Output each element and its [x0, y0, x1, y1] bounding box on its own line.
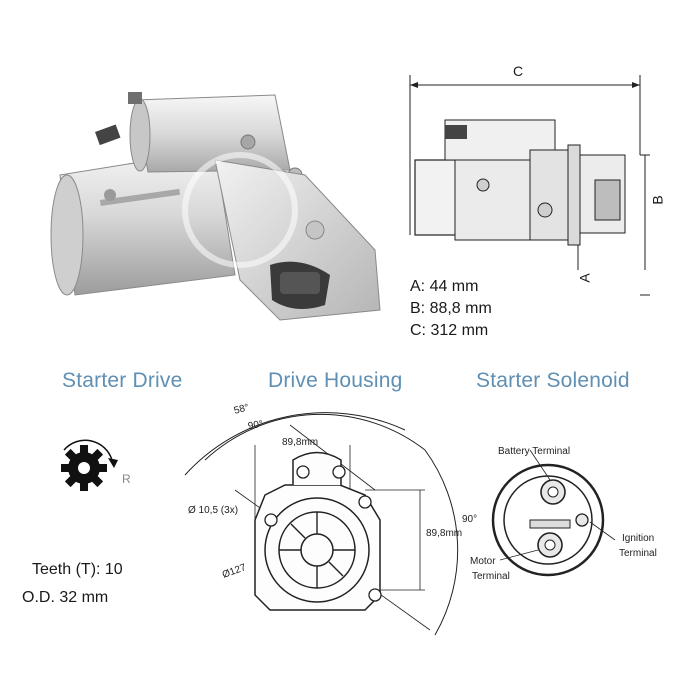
rotation-mark: R [122, 472, 131, 486]
section-title-starter-solenoid: Starter Solenoid [476, 369, 630, 392]
section-title-drive-housing: Drive Housing [268, 369, 403, 392]
angle-90-right-label: 90° [462, 514, 478, 525]
width-89-8-top-label: 89,8mm [282, 437, 319, 448]
solenoid-drawing [491, 449, 616, 577]
ignition-terminal-label-2: Terminal [619, 548, 657, 559]
drive-housing-drawing [184, 412, 459, 636]
dim-value-b: B: 88,8 mm [410, 300, 492, 317]
dim-value-c: C: 312 mm [410, 322, 489, 339]
motor-terminal-label-2: Terminal [472, 571, 510, 582]
battery-terminal-label: Battery Terminal [498, 446, 571, 457]
starter-motor-image [50, 92, 381, 321]
hole-diameter-label: Ø 10,5 (3x) [188, 505, 239, 516]
section-title-starter-drive: Starter Drive [62, 369, 183, 392]
dim-label-a: A [576, 273, 593, 283]
motor-terminal-label-1: Motor [470, 556, 496, 567]
gear-icon [61, 439, 118, 491]
dim-label-b: B [649, 195, 666, 205]
width-89-8-right-label: 89,8mm [426, 528, 463, 539]
ignition-terminal-label-1: Ignition [622, 533, 655, 544]
outer-diameter: O.D. 32 mm [22, 589, 109, 606]
dimension-drawing [409, 75, 650, 296]
teeth-count: Teeth (T): 10 [32, 561, 123, 578]
dim-label-c: C [513, 63, 524, 79]
dim-value-a: A: 44 mm [410, 278, 479, 295]
